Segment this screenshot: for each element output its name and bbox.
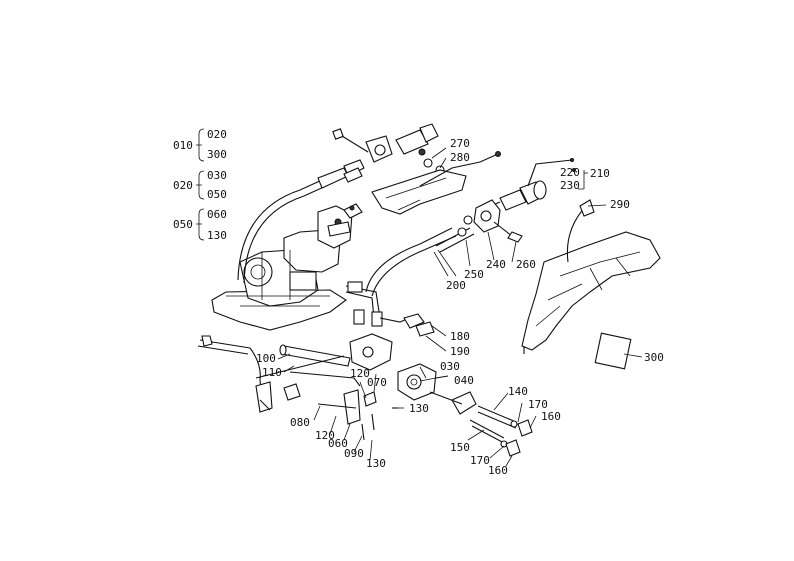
callout-290: 290 bbox=[610, 198, 630, 211]
callout-170a: 170 bbox=[528, 398, 548, 411]
hydraulic-hoses bbox=[237, 159, 475, 337]
callout-180: 180 bbox=[450, 330, 470, 343]
callout-200: 200 bbox=[446, 279, 466, 292]
shaft-assembly bbox=[197, 335, 361, 413]
cable-assembly bbox=[485, 158, 576, 211]
callout-110: 110 bbox=[262, 366, 282, 379]
callout-280: 280 bbox=[450, 151, 470, 164]
callout-080: 080 bbox=[290, 416, 310, 429]
legend-g1-root: 010 bbox=[173, 139, 193, 152]
legend-g2-b: 050 bbox=[207, 188, 227, 201]
callout-150: 150 bbox=[450, 441, 470, 454]
callout-220: 220 bbox=[560, 166, 580, 179]
callout-210: 210 bbox=[590, 167, 610, 180]
callout-120a: 120 bbox=[350, 367, 370, 380]
callout-160b: 160 bbox=[488, 464, 508, 477]
lever-assembly bbox=[332, 123, 501, 219]
callout-130a: 130 bbox=[409, 402, 429, 415]
legend-g1-b: 300 bbox=[207, 148, 227, 161]
callout-070: 070 bbox=[367, 376, 387, 389]
callout-300: 300 bbox=[644, 351, 664, 364]
legend-g3-a: 060 bbox=[207, 208, 227, 221]
leader-lines bbox=[277, 147, 643, 467]
legend-g3-b: 130 bbox=[207, 229, 227, 242]
block-assembly bbox=[457, 199, 523, 243]
legend-index: 010 020 300 020 030 050 050 060 130 bbox=[173, 128, 227, 242]
callout-090: 090 bbox=[344, 447, 364, 460]
callout-130b: 130 bbox=[366, 457, 386, 470]
legend-g1-a: 020 bbox=[207, 128, 227, 141]
pad-part-300 bbox=[594, 332, 632, 370]
callout-160a: 160 bbox=[541, 410, 561, 423]
legend-bracket-1 bbox=[196, 128, 205, 162]
callout-270: 270 bbox=[450, 137, 470, 150]
legend-bracket-2 bbox=[196, 170, 205, 200]
legend-bracket-3 bbox=[196, 208, 205, 241]
legend-g3-root: 050 bbox=[173, 218, 193, 231]
callout-140: 140 bbox=[508, 385, 528, 398]
callout-260: 260 bbox=[516, 258, 536, 271]
callout-060: 060 bbox=[328, 437, 348, 450]
callout-230: 230 bbox=[560, 179, 580, 192]
legend-g2-a: 030 bbox=[207, 169, 227, 182]
transmission-housing bbox=[211, 205, 353, 331]
callout-240: 240 bbox=[486, 258, 506, 271]
callout-170b: 170 bbox=[470, 454, 490, 467]
callout-250: 250 bbox=[464, 268, 484, 281]
callout-030: 030 bbox=[440, 360, 460, 373]
fender bbox=[521, 199, 661, 354]
callout-labels: 270 280 220 230 210 290 240 260 250 200 … bbox=[256, 137, 664, 477]
callout-040: 040 bbox=[454, 374, 474, 387]
callout-120b: 120 bbox=[315, 429, 335, 442]
legend-g2-root: 020 bbox=[173, 179, 193, 192]
rod-assembly bbox=[469, 405, 533, 457]
callout-100: 100 bbox=[256, 352, 276, 365]
callout-190: 190 bbox=[450, 345, 470, 358]
